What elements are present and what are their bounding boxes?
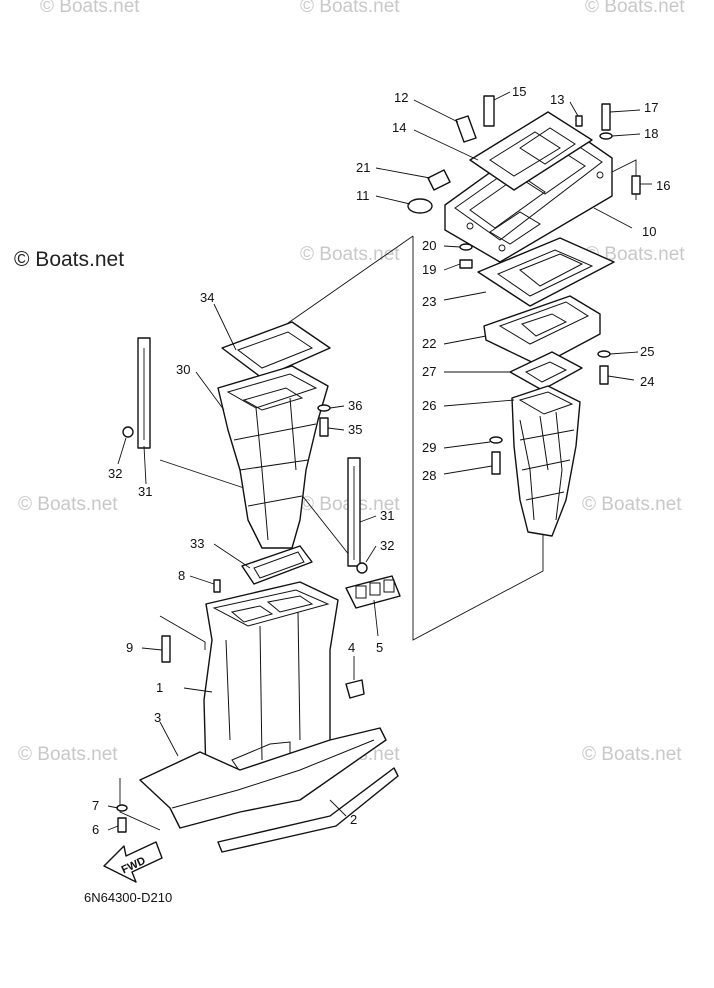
callout-36: 36 [348, 398, 362, 413]
callout-33: 33 [190, 536, 204, 551]
fitting-21 [427, 169, 451, 191]
brand-watermark: © Boats.net [14, 248, 124, 271]
part-33-seal [241, 545, 313, 585]
dowel-13 [575, 115, 583, 127]
bolt-16 [631, 175, 641, 195]
callout-2: 2 [350, 812, 357, 827]
callout-29: 29 [422, 440, 436, 455]
part-26-exhaust-guide [511, 385, 581, 537]
screw-32-left [122, 426, 134, 438]
callout-34: 34 [200, 290, 214, 305]
part-22-adapter [483, 295, 601, 367]
callout-28: 28 [422, 468, 436, 483]
callout-26: 26 [422, 398, 436, 413]
callout-numbers: 1 2 3 4 5 6 7 8 9 10 11 12 13 14 15 16 1… [92, 84, 670, 837]
callout-32-left: 32 [108, 466, 122, 481]
watermark: © Boats.net [582, 744, 682, 765]
washer-29 [489, 436, 503, 444]
watermark: © Boats.net [585, 0, 685, 17]
callout-30: 30 [176, 362, 190, 377]
callout-14: 14 [392, 120, 406, 135]
part-31-strip-left [137, 337, 151, 449]
callout-8: 8 [178, 568, 185, 583]
drawing-code: 6N64300-D210 [84, 890, 172, 905]
washer-20 [459, 243, 473, 251]
bolt-9 [161, 635, 171, 663]
callout-10: 10 [642, 224, 656, 239]
part-30-upper-casing [217, 365, 329, 549]
callout-19: 19 [422, 262, 436, 277]
callout-13: 13 [550, 92, 564, 107]
bracket-line-bolt-9 [159, 615, 206, 650]
small-hardware [116, 95, 641, 833]
part-3-anti-ventilation-plate [139, 727, 387, 829]
callout-17: 17 [644, 100, 658, 115]
callout-25: 25 [640, 344, 654, 359]
callout-27: 27 [422, 364, 436, 379]
callout-11: 11 [356, 188, 370, 203]
bracket-line-screw-6 [119, 778, 161, 831]
callout-22: 22 [422, 336, 436, 351]
screw-32-right [356, 562, 368, 574]
part-14-top-gasket [469, 111, 593, 191]
plug-4 [345, 679, 365, 699]
bolt-15 [483, 95, 495, 127]
watermark: © Boats.net [40, 0, 140, 17]
callout-16: 16 [656, 178, 670, 193]
screw-6 [117, 817, 127, 833]
grommet-11 [407, 198, 433, 214]
bracket-line-diagonal [277, 235, 414, 331]
callout-20: 20 [422, 238, 436, 253]
part-2-trim-strip [217, 767, 399, 853]
bolt-28 [491, 451, 501, 475]
bolt-35 [319, 417, 329, 437]
callout-23: 23 [422, 294, 436, 309]
washer-7 [116, 804, 128, 812]
washer-36 [317, 404, 331, 412]
part-23-gasket [477, 237, 615, 307]
callout-leaders [107, 91, 652, 831]
bracket-line-left [159, 459, 251, 491]
bolt-17 [601, 103, 611, 131]
part-31-strip-right [347, 457, 361, 567]
part-34-gasket [221, 321, 331, 379]
watermark: © Boats.net [300, 0, 400, 17]
callout-15: 15 [512, 84, 526, 99]
fwd-arrow-icon: FWD [103, 841, 163, 883]
callout-32-right: 32 [380, 538, 394, 553]
watermark: © Boats.net [18, 744, 118, 765]
callout-7: 7 [92, 798, 99, 813]
callout-6: 6 [92, 822, 99, 837]
callout-1: 1 [156, 680, 163, 695]
part-27-gasket [509, 351, 583, 391]
callout-9: 9 [126, 640, 133, 655]
part-5-water-screen [345, 575, 401, 609]
bolt-24 [599, 365, 609, 385]
callout-5: 5 [376, 640, 383, 655]
callout-24: 24 [640, 374, 654, 389]
callout-31-right: 31 [380, 508, 394, 523]
watermark: © Boats.net [582, 494, 682, 515]
washer-18 [599, 132, 613, 140]
callout-21: 21 [356, 160, 370, 175]
nut-19 [459, 259, 473, 269]
fitting-12 [455, 115, 477, 143]
callout-18: 18 [644, 126, 658, 141]
callout-4: 4 [348, 640, 355, 655]
watermark: © Boats.net [300, 244, 400, 265]
watermark: © Boats.net [18, 494, 118, 515]
dowel-8 [213, 579, 221, 593]
washer-25 [597, 350, 611, 358]
callout-3: 3 [154, 710, 161, 725]
callout-12: 12 [394, 90, 408, 105]
callout-35: 35 [348, 422, 362, 437]
callout-31-left: 31 [138, 484, 152, 499]
